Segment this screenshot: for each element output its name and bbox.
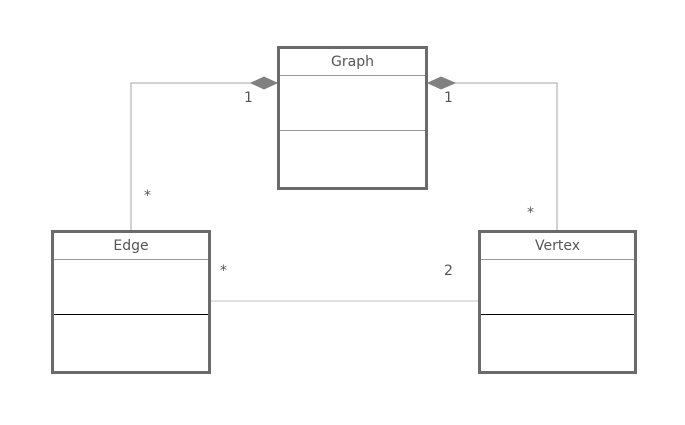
edge-attributes-compartment: [54, 260, 208, 317]
association-graph-edge: [130, 82, 251, 230]
graph-class-name: Graph: [280, 49, 425, 76]
edge-class-name: Edge: [54, 233, 208, 260]
vertex-attributes-compartment: [481, 260, 634, 317]
vertex-class-name: Vertex: [481, 233, 634, 260]
multiplicity-graph-edge-edge-end: *: [144, 188, 151, 204]
multiplicity-edge-vertex-vertex-end: 2: [444, 263, 453, 279]
multiplicity-graph-edge-graph-end: 1: [244, 90, 253, 106]
multiplicity-edge-vertex-edge-end: *: [220, 263, 227, 279]
vertex-class[interactable]: Vertex: [478, 230, 637, 374]
composition-diamond-vertex: [426, 76, 457, 90]
graph-operations-compartment: [280, 130, 425, 187]
graph-class[interactable]: Graph: [277, 46, 428, 190]
vertex-operations-compartment: [481, 314, 634, 371]
association-graph-vertex: [455, 82, 558, 230]
multiplicity-graph-vertex-graph-end: 1: [444, 90, 453, 106]
composition-diamond-edge: [249, 76, 279, 90]
graph-attributes-compartment: [280, 76, 425, 133]
multiplicity-graph-vertex-vertex-end: *: [527, 205, 534, 221]
edge-operations-compartment: [54, 314, 208, 371]
edge-class[interactable]: Edge: [51, 230, 211, 374]
